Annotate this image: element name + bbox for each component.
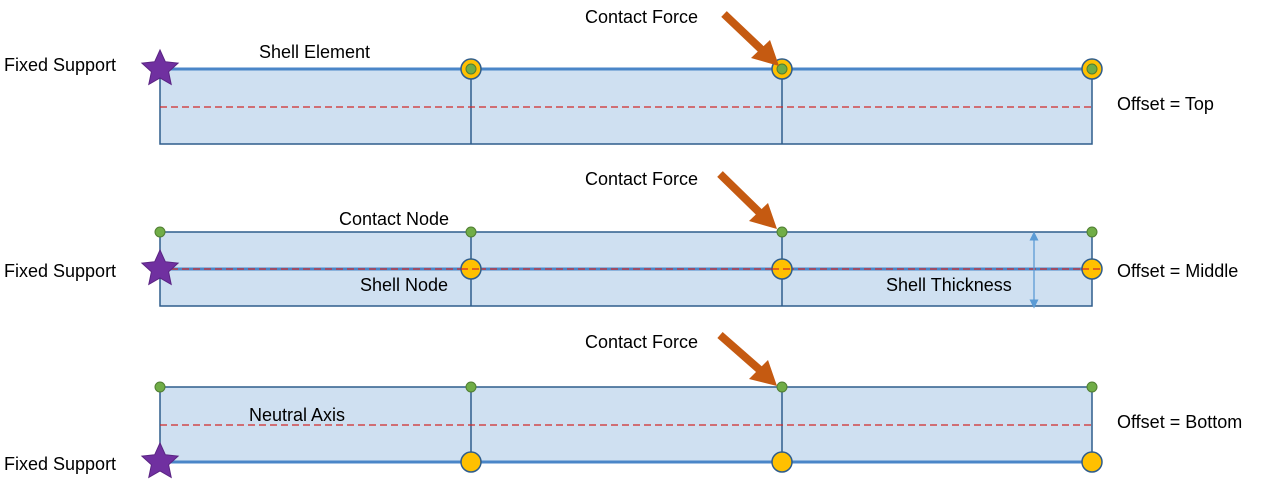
fixed-support-star-icon	[140, 441, 180, 479]
contact-node	[776, 226, 788, 238]
contact-node	[776, 381, 788, 393]
panel-offset-top: Fixed Support Shell Element Contact Forc…	[4, 7, 1214, 145]
contact-node	[1086, 381, 1098, 393]
contact-node	[465, 381, 477, 393]
fixed-support-label: Fixed Support	[4, 55, 116, 75]
offset-bottom-label: Offset = Bottom	[1117, 412, 1242, 432]
contact-node	[154, 226, 166, 238]
offset-middle-label: Offset = Middle	[1117, 261, 1238, 281]
offset-top-label: Offset = Top	[1117, 94, 1214, 114]
neutral-axis-label: Neutral Axis	[249, 405, 345, 425]
fixed-support-label: Fixed Support	[4, 261, 116, 281]
shell-node	[460, 451, 482, 473]
contact-force-arrow-icon	[717, 171, 777, 229]
contact-node	[776, 63, 788, 75]
shell-node	[771, 451, 793, 473]
contact-force-label: Contact Force	[585, 169, 698, 189]
contact-force-arrow-icon	[717, 331, 777, 386]
contact-node-label: Contact Node	[339, 209, 449, 229]
shell-node-label: Shell Node	[360, 275, 448, 295]
contact-node	[1086, 63, 1098, 75]
contact-node	[154, 381, 166, 393]
contact-node	[465, 226, 477, 238]
contact-force-arrow-icon	[721, 11, 779, 66]
shell-node	[1081, 451, 1103, 473]
shell-element-label: Shell Element	[259, 42, 370, 62]
contact-node	[465, 63, 477, 75]
fixed-support-star-icon	[140, 248, 180, 286]
panel-offset-bottom: Fixed Support Contact Force Neutral Axis…	[4, 331, 1242, 479]
panel-offset-middle: Fixed Support Contact Force Contact Node…	[4, 169, 1238, 309]
contact-force-label: Contact Force	[585, 332, 698, 352]
fixed-support-star-icon	[140, 48, 180, 86]
contact-force-label: Contact Force	[585, 7, 698, 27]
contact-node	[1086, 226, 1098, 238]
fixed-support-label: Fixed Support	[4, 454, 116, 474]
shell-thickness-label: Shell Thickness	[886, 275, 1012, 295]
